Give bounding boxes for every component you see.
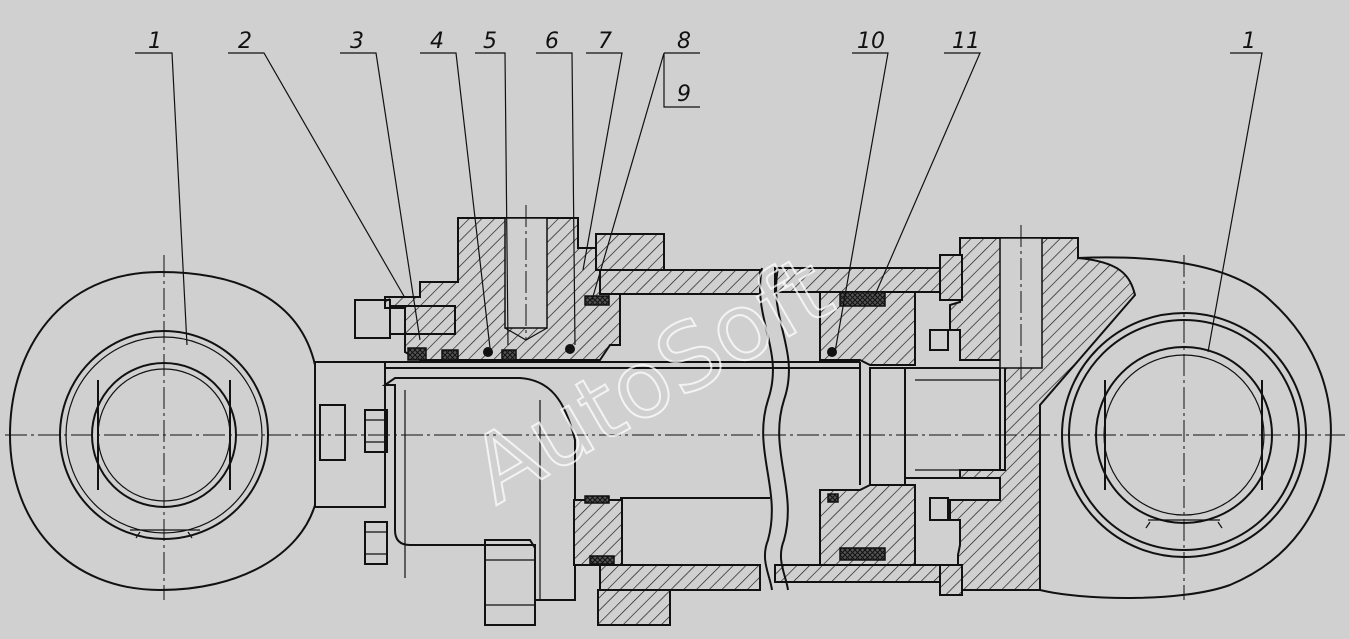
left-eye-end bbox=[8, 270, 386, 592]
callout-11: 11 bbox=[952, 29, 980, 54]
callout-6: 6 bbox=[545, 29, 559, 54]
piston-rod bbox=[385, 361, 860, 499]
callout-5: 5 bbox=[483, 29, 497, 54]
callout-3: 3 bbox=[350, 29, 364, 54]
callout-8: 8 bbox=[677, 29, 691, 54]
rod-head-block bbox=[364, 377, 576, 626]
callout-1-right: 1 bbox=[1242, 29, 1256, 54]
callout-2: 2 bbox=[238, 29, 252, 54]
gland-seals bbox=[407, 295, 615, 565]
piston bbox=[819, 291, 1001, 566]
callout-7: 7 bbox=[598, 29, 612, 54]
callout-labels: 1 2 3 4 5 6 7 8 9 10 11 1 bbox=[148, 29, 1256, 107]
callout-9: 9 bbox=[677, 82, 691, 107]
leader-lines bbox=[135, 52, 1263, 353]
gland-housing bbox=[354, 217, 761, 626]
center-lines bbox=[5, 205, 1345, 600]
callout-4: 4 bbox=[430, 29, 444, 54]
right-eye-end bbox=[929, 237, 1332, 599]
cylinder-tube bbox=[759, 267, 951, 591]
callout-1-left: 1 bbox=[148, 29, 162, 54]
callout-10: 10 bbox=[857, 29, 885, 54]
